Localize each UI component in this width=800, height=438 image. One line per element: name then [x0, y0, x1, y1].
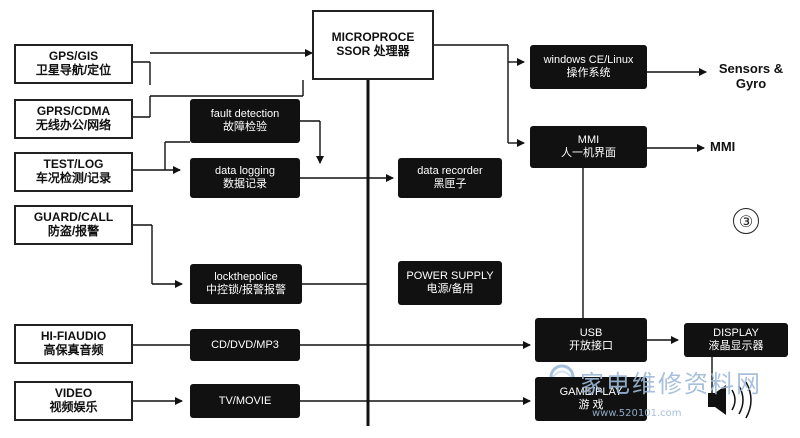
module-label-en: GAME/PLAY: [559, 386, 623, 399]
input-label-cn: 车况检测/记录: [35, 171, 112, 185]
input-guard-call: GUARD/CALL 防盗/报警: [14, 205, 133, 245]
speaker-icon: [708, 381, 752, 419]
module-data-logging: data logging 数据记录: [190, 158, 300, 198]
module-label-en: windows CE/Linux: [543, 54, 634, 67]
input-label-en: HI-FIAUDIO: [40, 329, 107, 344]
module-label-en: fault detection: [210, 108, 280, 121]
input-gps-gis: GPS/GIS 卫星导航/定位: [14, 44, 133, 84]
output-sensors-gyro: Sensors & Gyro: [708, 61, 794, 92]
module-tv-movie: TV/MOVIE: [190, 384, 300, 418]
module-power-supply: POWER SUPPLY 电源/备用: [398, 261, 502, 305]
processor-label-en: MICROPROCE: [331, 30, 415, 45]
module-label-en: USB: [579, 327, 603, 340]
module-label-cn: 人一机界面: [561, 147, 616, 159]
module-label-en: POWER SUPPLY: [406, 270, 494, 283]
input-label-en: VIDEO: [54, 386, 93, 401]
module-lock-police: lockthepolice 中控锁/报警报警: [190, 264, 302, 304]
watermark-url: www.520101.com: [592, 408, 682, 419]
input-label-en: GPS/GIS: [48, 49, 99, 64]
module-label-en: CD/DVD/MP3: [211, 338, 279, 351]
input-label-cn: 无线办公/网络: [35, 118, 112, 132]
module-game-play: GAME/PLAY 游 戏: [535, 377, 647, 421]
output-mmi: MMI: [710, 139, 736, 154]
module-usb: USB 开放接口: [535, 318, 647, 362]
input-label-cn: 卫星导航/定位: [35, 63, 112, 77]
output-sensors-line2: Gyro: [735, 75, 767, 91]
input-video: VIDEO 视频娱乐: [14, 381, 133, 421]
module-label-cn: 数据记录: [223, 178, 267, 190]
module-label-en: data recorder: [417, 165, 483, 178]
figure-marker: ③: [733, 208, 759, 234]
module-label-cn: 中控锁/报警报警: [205, 284, 287, 296]
module-label-cn: 电源/备用: [426, 283, 474, 295]
input-label-en: TEST/LOG: [43, 157, 104, 172]
output-sensors-line1: Sensors &: [718, 61, 784, 76]
module-display: DISPLAY 液晶显示器: [684, 323, 788, 357]
module-label-cn: 游 戏: [578, 399, 604, 411]
input-label-cn: 防盗/报警: [47, 224, 100, 238]
input-label-cn: 高保真音频: [43, 343, 104, 357]
module-label-cn: 故障检验: [223, 121, 267, 133]
processor-box: MICROPROCE SSOR 处理器: [312, 10, 434, 80]
input-label-en: GUARD/CALL: [33, 210, 114, 225]
input-test-log: TEST/LOG 车况检测/记录: [14, 152, 133, 192]
module-data-recorder: data recorder 黑匣子: [398, 158, 502, 198]
module-cd-dvd-mp3: CD/DVD/MP3: [190, 329, 300, 361]
watermark-text: 家电维修资料网: [580, 370, 762, 398]
module-fault-detection: fault detection 故障检验: [190, 99, 300, 143]
processor-label-cn: SSOR 处理器: [336, 44, 410, 58]
module-label-cn: 操作系统: [566, 67, 611, 79]
module-label-cn: 液晶显示器: [708, 340, 764, 352]
input-hifi-audio: HI-FIAUDIO 高保真音频: [14, 324, 133, 364]
module-label-en: DISPLAY: [713, 327, 759, 340]
module-label-cn: 开放接口: [569, 340, 613, 352]
module-mmi: MMI 人一机界面: [530, 126, 647, 168]
module-label-en: TV/MOVIE: [218, 394, 272, 407]
module-label-en: lockthepolice: [214, 271, 278, 284]
module-label-en: data logging: [215, 165, 275, 178]
input-label-en: GPRS/CDMA: [36, 104, 111, 119]
module-label-en: MMI: [577, 134, 600, 147]
input-gprs-cdma: GPRS/CDMA 无线办公/网络: [14, 99, 133, 139]
module-os: windows CE/Linux 操作系统: [530, 45, 647, 89]
input-label-cn: 视频娱乐: [49, 400, 98, 414]
module-label-cn: 黑匣子: [433, 178, 467, 190]
